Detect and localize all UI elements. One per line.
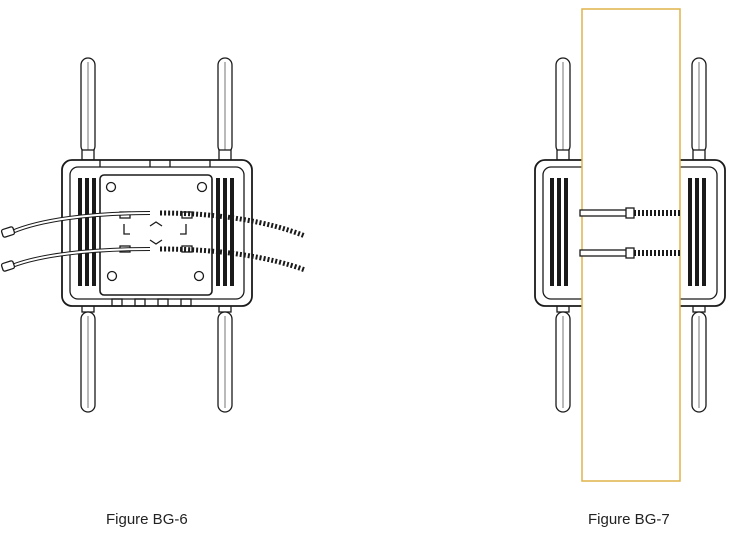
antenna-icon	[691, 301, 707, 413]
antenna-icon	[80, 301, 96, 413]
figure-caption: Figure BG-7	[588, 511, 670, 528]
pole-icon	[581, 8, 681, 482]
figure-bg-7: Figure BG-7	[370, 0, 741, 536]
figure-bg-6-drawing	[0, 57, 306, 413]
antenna-icon	[217, 57, 233, 161]
strap-icon	[579, 247, 682, 259]
strap-icon	[579, 207, 682, 219]
antenna-icon	[555, 57, 571, 161]
cooling-fins	[78, 178, 234, 286]
strap-icon	[0, 210, 306, 239]
cooling-fins	[550, 178, 706, 286]
figure-bg-7-drawing	[534, 8, 726, 482]
strap-icon	[0, 246, 306, 273]
antenna-icon	[555, 301, 571, 413]
figure-caption: Figure BG-6	[106, 511, 188, 528]
mounting-bracket-icon	[99, 174, 213, 296]
antenna-icon	[80, 57, 96, 161]
figure-bg-6: Figure BG-6	[0, 0, 370, 536]
antenna-icon	[217, 301, 233, 413]
antenna-icon	[691, 57, 707, 161]
